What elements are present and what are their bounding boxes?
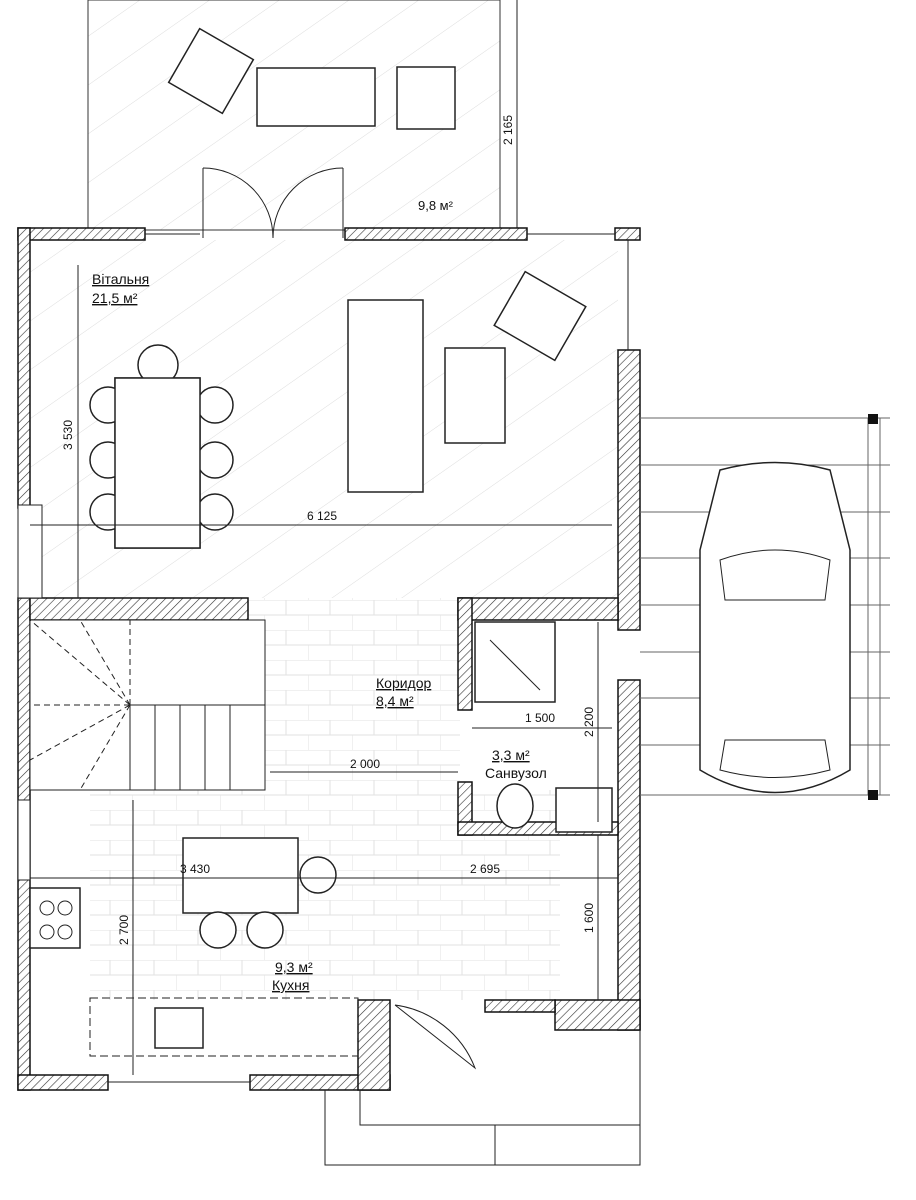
staircase (29, 619, 266, 791)
sofa (256, 67, 376, 127)
sofa (347, 299, 424, 493)
shower (474, 621, 556, 703)
bathroom-fixtures (474, 621, 613, 833)
armchair (167, 27, 255, 115)
corridor-area: 8,4 м² (376, 693, 414, 709)
kitchen-name: Кухня (272, 977, 309, 993)
carport (640, 414, 890, 800)
stove (29, 887, 81, 949)
coffee-table (444, 347, 506, 444)
kitchen-table (182, 837, 299, 914)
toilet (496, 783, 534, 829)
kitchen-sink (154, 1007, 204, 1049)
kitchen-area: 9,3 м² (275, 959, 313, 975)
terrace-area: 9,8 м² (418, 198, 454, 213)
living-furniture (89, 270, 587, 549)
hall-depth-dim: 1 600 (582, 903, 596, 933)
living-width-dim: 6 125 (307, 509, 337, 523)
living-depth-dim: 3 530 (61, 420, 75, 450)
corridor-name: Коридор (376, 675, 432, 691)
bathroom-width-dim: 1 500 (525, 711, 555, 725)
living-room-name: Вітальня (92, 271, 149, 287)
terrace: 9,8 м² 2 165 (87, 0, 518, 239)
living-room-area: 21,5 м² (92, 290, 138, 306)
terrace-depth-dim: 2 165 (501, 115, 515, 145)
sink (555, 787, 613, 833)
kitchen-furniture (29, 837, 359, 1057)
walls (17, 227, 641, 1091)
entrance-door (394, 1004, 477, 1070)
corridor-dim: 2 000 (350, 757, 380, 771)
car (699, 461, 851, 794)
bathroom-area: 3,3 м² (492, 747, 530, 763)
armchair (396, 66, 456, 130)
bathroom-name: Санвузол (485, 765, 547, 781)
bathroom-depth-dim: 2 200 (582, 707, 596, 737)
terrace-door (202, 167, 344, 239)
kitchen-width-dim: 3 430 (180, 862, 210, 876)
dimensions: 3 530 6 125 2 000 1 500 2 200 3 430 2 69… (30, 265, 618, 1075)
kitchen-depth-dim: 2 700 (117, 915, 131, 945)
hall-width-dim: 2 695 (470, 862, 500, 876)
armchair (493, 270, 587, 362)
